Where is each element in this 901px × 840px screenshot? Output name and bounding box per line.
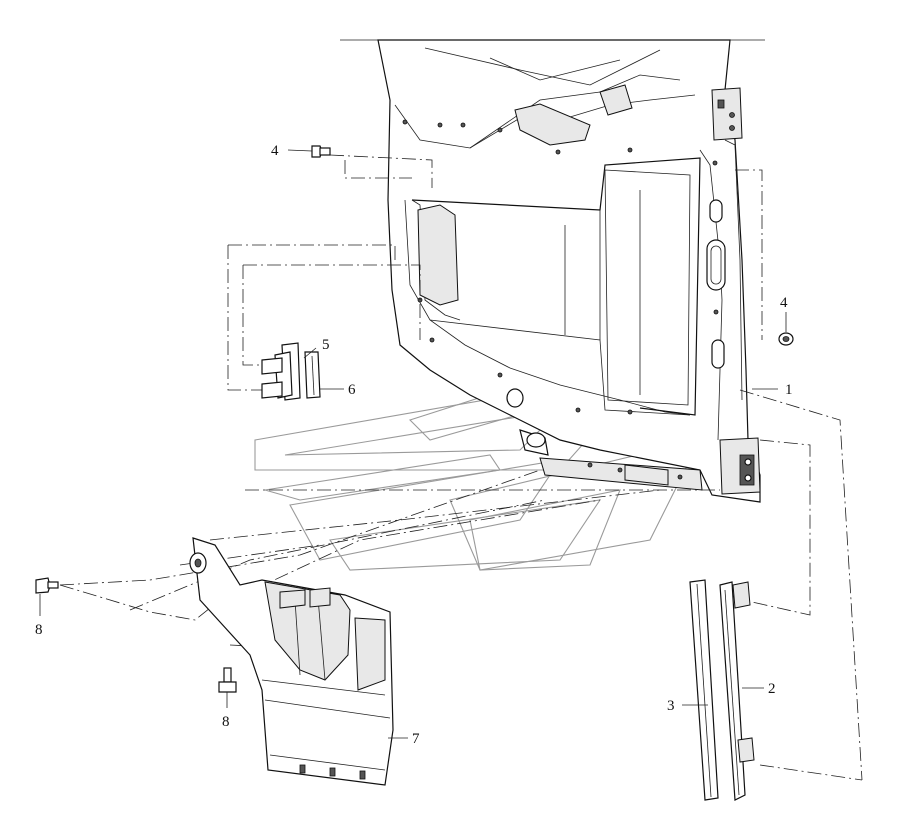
bolt-8-lower — [218, 667, 237, 708]
callout-8-lower: 8 — [222, 714, 230, 730]
cab-side-frame — [377, 39, 761, 503]
step-panel-7 — [189, 537, 394, 786]
callout-4-top: 4 — [271, 143, 279, 159]
leader-lines — [39, 149, 787, 739]
hinge-strip-2 — [719, 581, 755, 801]
seal-strip-3 — [689, 579, 719, 801]
bracket-5-6 — [261, 342, 321, 401]
callout-3: 3 — [667, 698, 675, 714]
callout-4-right: 4 — [780, 295, 788, 311]
callout-7: 7 — [412, 731, 420, 747]
bolt-4-top — [311, 145, 331, 158]
callout-5: 5 — [322, 337, 330, 353]
callout-1: 1 — [785, 382, 793, 398]
nut-4-right — [778, 332, 794, 346]
bolt-8-left — [35, 577, 59, 594]
callout-6: 6 — [348, 382, 356, 398]
callout-8-left: 8 — [35, 622, 43, 638]
callout-2: 2 — [768, 681, 776, 697]
